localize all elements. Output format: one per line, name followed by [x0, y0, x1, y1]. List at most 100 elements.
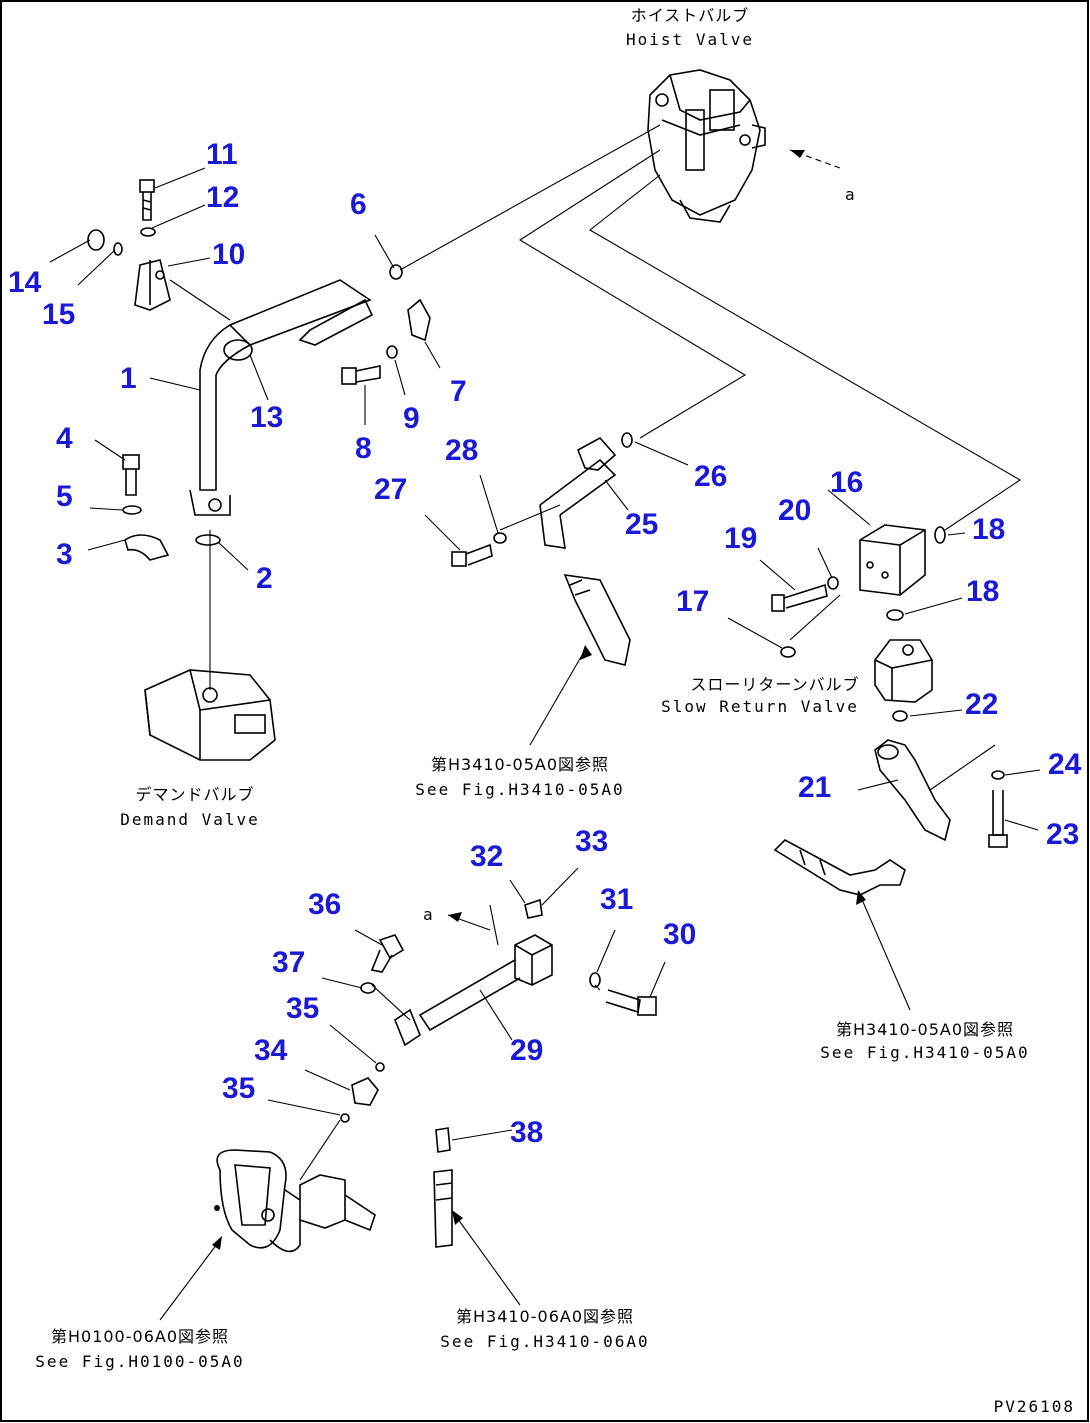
hose-pipe-right	[773, 839, 906, 896]
clamp-3	[124, 534, 170, 561]
washer-9	[386, 345, 398, 359]
part-number: 18	[972, 513, 1005, 546]
marker-a-mid: a	[423, 905, 435, 924]
bolt-30	[605, 989, 657, 1016]
part-number: 19	[724, 522, 757, 555]
marker-a-top: a	[845, 185, 857, 204]
part-number: 6	[350, 188, 367, 221]
ref-3-en: See Fig.H0100-05A0	[35, 1352, 244, 1371]
o-ring-35b	[340, 1113, 350, 1123]
part-number: 33	[575, 825, 608, 858]
ref-arrow-3	[159, 1236, 222, 1321]
part-number: 21	[798, 771, 831, 804]
pipe-1	[189, 279, 374, 516]
part-number: 37	[272, 946, 305, 979]
slow-return-label-en: Slow Return Valve	[661, 697, 859, 716]
part-number: 35	[286, 992, 319, 1025]
bracket-10	[134, 259, 171, 311]
washer-24	[991, 770, 1005, 780]
o-ring-2	[195, 534, 221, 546]
flange-21	[874, 739, 951, 842]
part-number: 12	[206, 181, 239, 214]
part-number: 22	[965, 688, 998, 721]
ref-3-jp: 第H0100-06A0図参照	[51, 1327, 229, 1346]
part-number: 5	[56, 480, 73, 513]
fitting-36	[370, 934, 405, 973]
ref-2-jp: 第H3410-05A0図参照	[836, 1020, 1014, 1039]
ref-1-jp: 第H3410-05A0図参照	[431, 755, 609, 774]
pipe-25	[539, 436, 631, 666]
demand-valve-label-jp: デマンドバルブ	[135, 785, 254, 804]
bolt-27	[451, 543, 493, 567]
part-number: 3	[56, 538, 73, 571]
part-number: 26	[694, 460, 727, 493]
slow-return-label-jp: スローリターンバルブ	[690, 675, 859, 694]
bolt-4	[122, 454, 140, 496]
part-number: 8	[355, 432, 372, 465]
part-number: 29	[510, 1034, 543, 1067]
ref-arrow-1	[529, 645, 592, 746]
washer-12	[140, 227, 156, 237]
bolt-8	[341, 365, 381, 385]
o-ring-18b	[886, 609, 904, 621]
plug-33	[524, 898, 543, 919]
washer-15	[113, 242, 123, 256]
ref-arrow-2	[856, 890, 911, 1011]
part-number: 13	[250, 401, 283, 434]
hoist-valve-label-jp: ホイストバルブ	[631, 6, 750, 25]
fitting-38	[433, 1127, 453, 1248]
part-number: 2	[256, 562, 273, 595]
o-ring-6	[389, 264, 403, 280]
o-ring-35a	[375, 1062, 385, 1072]
o-ring-22	[892, 710, 908, 722]
slow-return-valve-drawing	[874, 639, 933, 703]
part-number: 9	[403, 402, 420, 435]
part-number: 4	[56, 422, 73, 455]
callout-leaders	[49, 167, 1041, 1141]
connection-lines	[169, 124, 1022, 690]
part-number: 25	[625, 508, 658, 541]
part-number: 1	[120, 362, 137, 395]
bolt-23	[988, 790, 1008, 848]
part-number: 23	[1046, 818, 1079, 851]
demand-valve-label-en: Demand Valve	[120, 810, 260, 829]
lower-leads	[299, 984, 601, 1181]
block-16	[859, 524, 926, 596]
part-number: 20	[778, 494, 811, 527]
flange-13	[223, 339, 253, 361]
part-number: 35	[222, 1072, 255, 1105]
part-number: 32	[470, 840, 503, 873]
marker-a-arrow-top	[789, 149, 841, 169]
clamp-7	[407, 298, 431, 342]
part-number: 34	[254, 1034, 288, 1067]
ref-1-en: See Fig.H3410-05A0	[415, 780, 624, 799]
dot-marker	[214, 1205, 220, 1211]
nut-14	[87, 229, 105, 251]
part-number: 24	[1048, 748, 1082, 781]
part-number: 15	[42, 298, 75, 331]
part-number: 28	[445, 434, 478, 467]
o-ring-18a	[934, 526, 946, 544]
nut-34	[351, 1077, 379, 1106]
washer-5	[122, 505, 142, 515]
part-number: 31	[600, 883, 633, 916]
washer-20	[827, 576, 839, 590]
ref-2-en: See Fig.H3410-05A0	[820, 1043, 1029, 1062]
ref-arrow-4	[452, 1210, 521, 1306]
part-number: 17	[676, 585, 709, 618]
lower-pipe-assembly	[216, 1149, 376, 1253]
part-number: 18	[966, 575, 999, 608]
o-ring-37	[360, 982, 376, 994]
washer-28	[493, 532, 507, 544]
o-ring-26	[621, 432, 633, 448]
part-number: 14	[8, 266, 42, 299]
hoist-valve-drawing	[647, 69, 766, 223]
o-ring-31	[589, 972, 601, 988]
part-number: 30	[663, 918, 696, 951]
part-number: 38	[510, 1116, 543, 1149]
ref-4-en: See Fig.H3410-06A0	[440, 1332, 649, 1351]
a-marker-arrow-mid	[447, 904, 499, 946]
